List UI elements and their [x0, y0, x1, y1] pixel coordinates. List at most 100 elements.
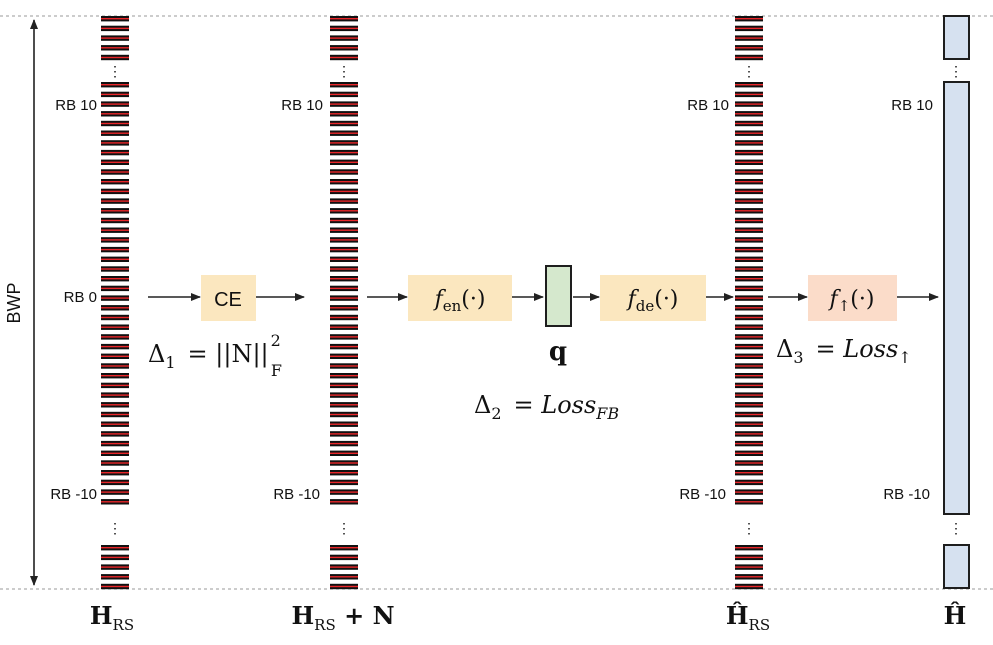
rb-bar-signal [330, 566, 358, 568]
column-label-hhat-rs: ĤRS [726, 601, 770, 634]
rb-bar-signal [735, 268, 763, 270]
rb-bar-signal [101, 307, 129, 309]
rb-bar-signal [330, 190, 358, 193]
decoder-block [600, 275, 706, 321]
rb-bar-signal [330, 375, 358, 377]
rb-bar-signal [101, 365, 129, 367]
rb-bar-signal [735, 462, 763, 464]
rb-bar-signal [101, 404, 129, 406]
rb-bar-signal [101, 219, 129, 222]
rb-bar-signal [330, 103, 358, 105]
rb-bar-signal [735, 413, 763, 416]
column-label-hrs-plus-n: HRS + N [291, 601, 394, 634]
rb-bar-signal [735, 307, 763, 309]
rb-bar-signal [735, 171, 763, 173]
rb-bar-signal [101, 93, 129, 96]
rb-bar-signal [101, 355, 129, 357]
rb-bar-signal [330, 258, 358, 260]
rb-bar-signal [330, 239, 358, 241]
rb-bar-signal [735, 27, 763, 30]
rb10-label-col4: RB 10 [891, 97, 933, 114]
rb-bar-signal [735, 585, 763, 588]
rb-bar-signal [735, 345, 763, 348]
rb-bar-signal [330, 47, 358, 49]
rb-bar-signal [330, 336, 358, 338]
rb-bar-signal [330, 151, 358, 154]
rb-bar-signal [101, 547, 129, 549]
rb-bar-signal [735, 394, 763, 396]
rb-bar-signal [735, 491, 763, 493]
rb-bar-signal [330, 56, 358, 59]
rb-ellipsis: ⋮ [337, 63, 351, 79]
rb-bar-signal [735, 481, 763, 484]
rb-bar-signal [735, 452, 763, 454]
rb-ellipsis: ⋮ [337, 520, 351, 536]
rb-bar-signal [101, 316, 129, 319]
rb-bar-signal [101, 210, 129, 212]
rb-bar-signal [101, 84, 129, 86]
rb-bar-signal [101, 576, 129, 578]
rb-bar-signal [330, 122, 358, 125]
hhat-bottom-ellipsis: ⋮ [949, 520, 963, 536]
rb10-label-col2: RB 10 [281, 97, 323, 114]
rb-bar-signal [101, 433, 129, 435]
q-block [545, 265, 572, 327]
rb-bar-signal [735, 423, 763, 425]
delta3-equation: Δ3= Loss↑ [776, 335, 912, 367]
rb-bar-signal [735, 566, 763, 568]
rb-bar-signal [101, 103, 129, 105]
rb-bar-signal [101, 481, 129, 484]
rb-bar-signal [101, 248, 129, 251]
rb0-label-col1: RB 0 [64, 289, 97, 306]
rb-bar-signal [735, 326, 763, 328]
rb-bar-signal [101, 190, 129, 193]
rb-bar-signal [101, 151, 129, 154]
rb-bar-signal [101, 501, 129, 503]
rb-ellipsis: ⋮ [108, 63, 122, 79]
rb-bar-signal [735, 404, 763, 406]
rb-bar-signal [101, 585, 129, 588]
rb-bar-signal [735, 122, 763, 125]
rb-bar-signal [330, 394, 358, 396]
rb-bar-signal [735, 37, 763, 39]
rb-bar-signal [101, 27, 129, 30]
rb-bar-signal [330, 491, 358, 493]
rb-bar-signal [101, 113, 129, 115]
rb-minus10-label-col4: RB -10 [883, 486, 930, 503]
rb-bar-signal [330, 93, 358, 96]
encoder-block [408, 275, 512, 321]
ce-label: CE [214, 289, 242, 311]
rb-bar-signal [101, 171, 129, 173]
column-label-hhat: Ĥ [944, 601, 967, 630]
rb-bar-signal [101, 326, 129, 328]
rb-bar-signal [330, 452, 358, 454]
rb-ellipsis: ⋮ [108, 520, 122, 536]
hhat-top-ellipsis: ⋮ [949, 63, 963, 79]
upsampler-label: f↑(·) [828, 287, 875, 315]
rb-bar-signal [735, 229, 763, 231]
rb-column-hrs: ⋮⋮ [101, 16, 129, 590]
rb-minus10-label-col3: RB -10 [679, 486, 726, 503]
rb-column-hrs-plus-n: ⋮⋮ [330, 16, 358, 590]
rb-bar-signal [330, 472, 358, 474]
q-label: q [549, 337, 567, 367]
rb-bar-signal [735, 142, 763, 144]
rb-bar-signal [101, 556, 129, 559]
rb-bar-signal [330, 316, 358, 319]
rb-ellipsis: ⋮ [742, 63, 756, 79]
rb-bar-signal [735, 200, 763, 202]
rb-bar-signal [735, 287, 763, 290]
rb-bar-signal [330, 27, 358, 30]
rb-bar-signal [330, 200, 358, 202]
rb-bar-signal [101, 442, 129, 445]
rb-bar-signal [330, 326, 358, 328]
rb-bar-signal [101, 229, 129, 231]
rb-bar-signal [330, 210, 358, 212]
rb-bar-signal [735, 219, 763, 222]
rb-bar-signal [101, 336, 129, 338]
rb-bar-signal [735, 576, 763, 578]
rb-bar-signal [101, 132, 129, 134]
upsampler-block [808, 275, 897, 321]
rb-bar-signal [330, 297, 358, 299]
